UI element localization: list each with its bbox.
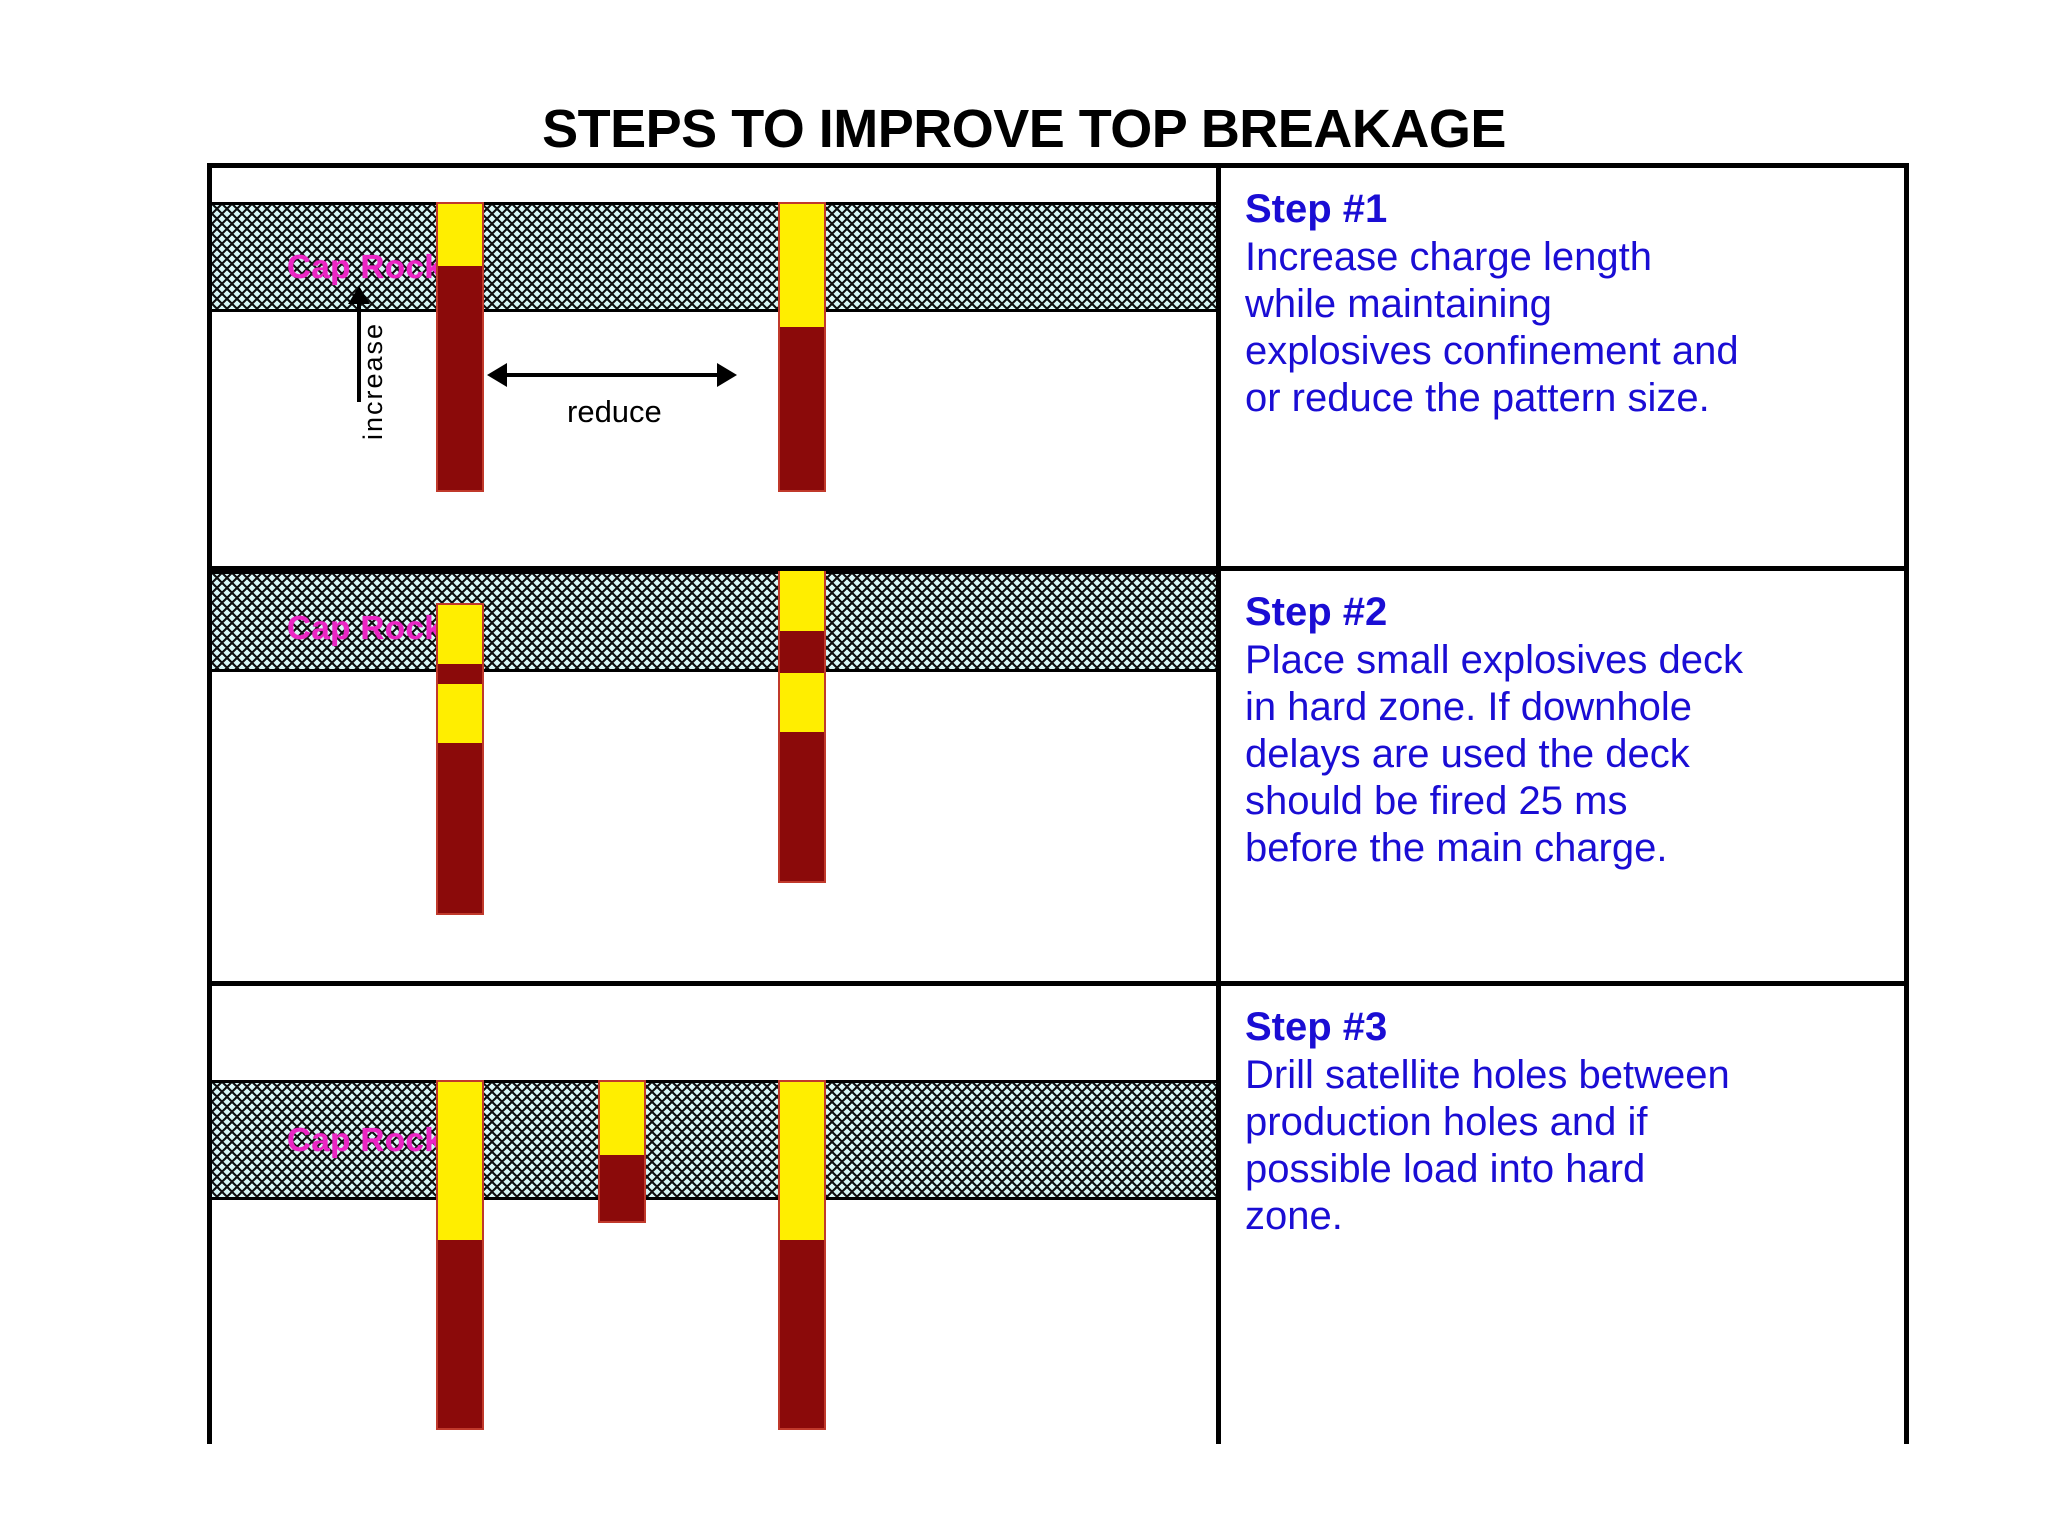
steps-table: Cap Rock increase reduce — [207, 163, 1909, 1444]
panel-step3: Cap Rock Step #3 — [212, 986, 1904, 1444]
step3-body: Drill satellite holes between production… — [1245, 1053, 1730, 1238]
step3-illustration: Cap Rock — [212, 986, 1216, 1444]
stemming-segment — [600, 1082, 644, 1155]
stemming-segment — [780, 1082, 824, 1240]
step2-body: Place small explosives deck in hard zone… — [1245, 638, 1743, 870]
step3-text: Step #3 Drill satellite holes between pr… — [1221, 986, 1904, 1444]
main-charge-segment — [780, 732, 824, 881]
stemming-segment-upper — [438, 605, 482, 664]
step1-heading: Step #1 — [1245, 187, 1388, 231]
panel-step2: Cap Rock Step #2 — [212, 571, 1904, 986]
production-hole-right — [778, 202, 826, 492]
satellite-hole — [598, 1080, 646, 1223]
reduce-arrow-shaft — [505, 373, 719, 377]
stemming-segment-upper — [780, 571, 824, 631]
caprock-band — [212, 202, 1216, 312]
step1-text: Step #1 Increase charge length while mai… — [1221, 168, 1904, 566]
caprock-label: Cap Rock — [287, 248, 444, 285]
step3-heading: Step #3 — [1245, 1005, 1388, 1049]
main-charge-segment — [438, 743, 482, 913]
step2-illustration: Cap Rock — [212, 571, 1216, 981]
reduce-arrowhead-left-icon — [487, 363, 507, 387]
stemming-segment-lower — [780, 673, 824, 732]
stemming-segment — [438, 204, 482, 266]
production-hole-left — [436, 603, 484, 915]
panel-divider — [1216, 571, 1221, 981]
production-hole-left — [436, 202, 484, 492]
stemming-segment — [780, 204, 824, 327]
caprock-band — [212, 571, 1216, 672]
caprock-label: Cap Rock — [287, 609, 444, 646]
explosive-segment — [780, 1240, 824, 1428]
panel-step1: Cap Rock increase reduce — [212, 168, 1904, 571]
panel-divider — [1216, 986, 1221, 1444]
explosive-segment — [780, 327, 824, 490]
production-hole-right — [778, 1080, 826, 1430]
explosive-segment — [600, 1155, 644, 1221]
increase-arrow-shaft — [357, 304, 361, 402]
reduce-label: reduce — [567, 394, 662, 429]
caprock-band — [212, 1080, 1216, 1200]
explosive-deck-segment — [438, 664, 482, 684]
reduce-arrowhead-right-icon — [717, 363, 737, 387]
production-hole-left — [436, 1080, 484, 1430]
step1-body: Increase charge length while maintaining… — [1245, 235, 1739, 420]
explosive-segment — [438, 266, 482, 490]
page-title: STEPS TO IMPROVE TOP BREAKAGE — [542, 99, 1506, 159]
increase-arrowhead-icon — [348, 286, 370, 304]
increase-label: increase — [358, 321, 388, 440]
explosive-deck-segment — [780, 631, 824, 673]
production-hole-right — [778, 571, 826, 883]
stemming-segment — [438, 1082, 482, 1240]
stemming-segment-lower — [438, 684, 482, 743]
step2-text: Step #2 Place small explosives deck in h… — [1221, 571, 1904, 981]
step1-illustration: Cap Rock increase reduce — [212, 168, 1216, 566]
panel-divider — [1216, 168, 1221, 566]
caprock-label: Cap Rock — [287, 1121, 444, 1158]
explosive-segment — [438, 1240, 482, 1428]
step2-heading: Step #2 — [1245, 590, 1388, 634]
